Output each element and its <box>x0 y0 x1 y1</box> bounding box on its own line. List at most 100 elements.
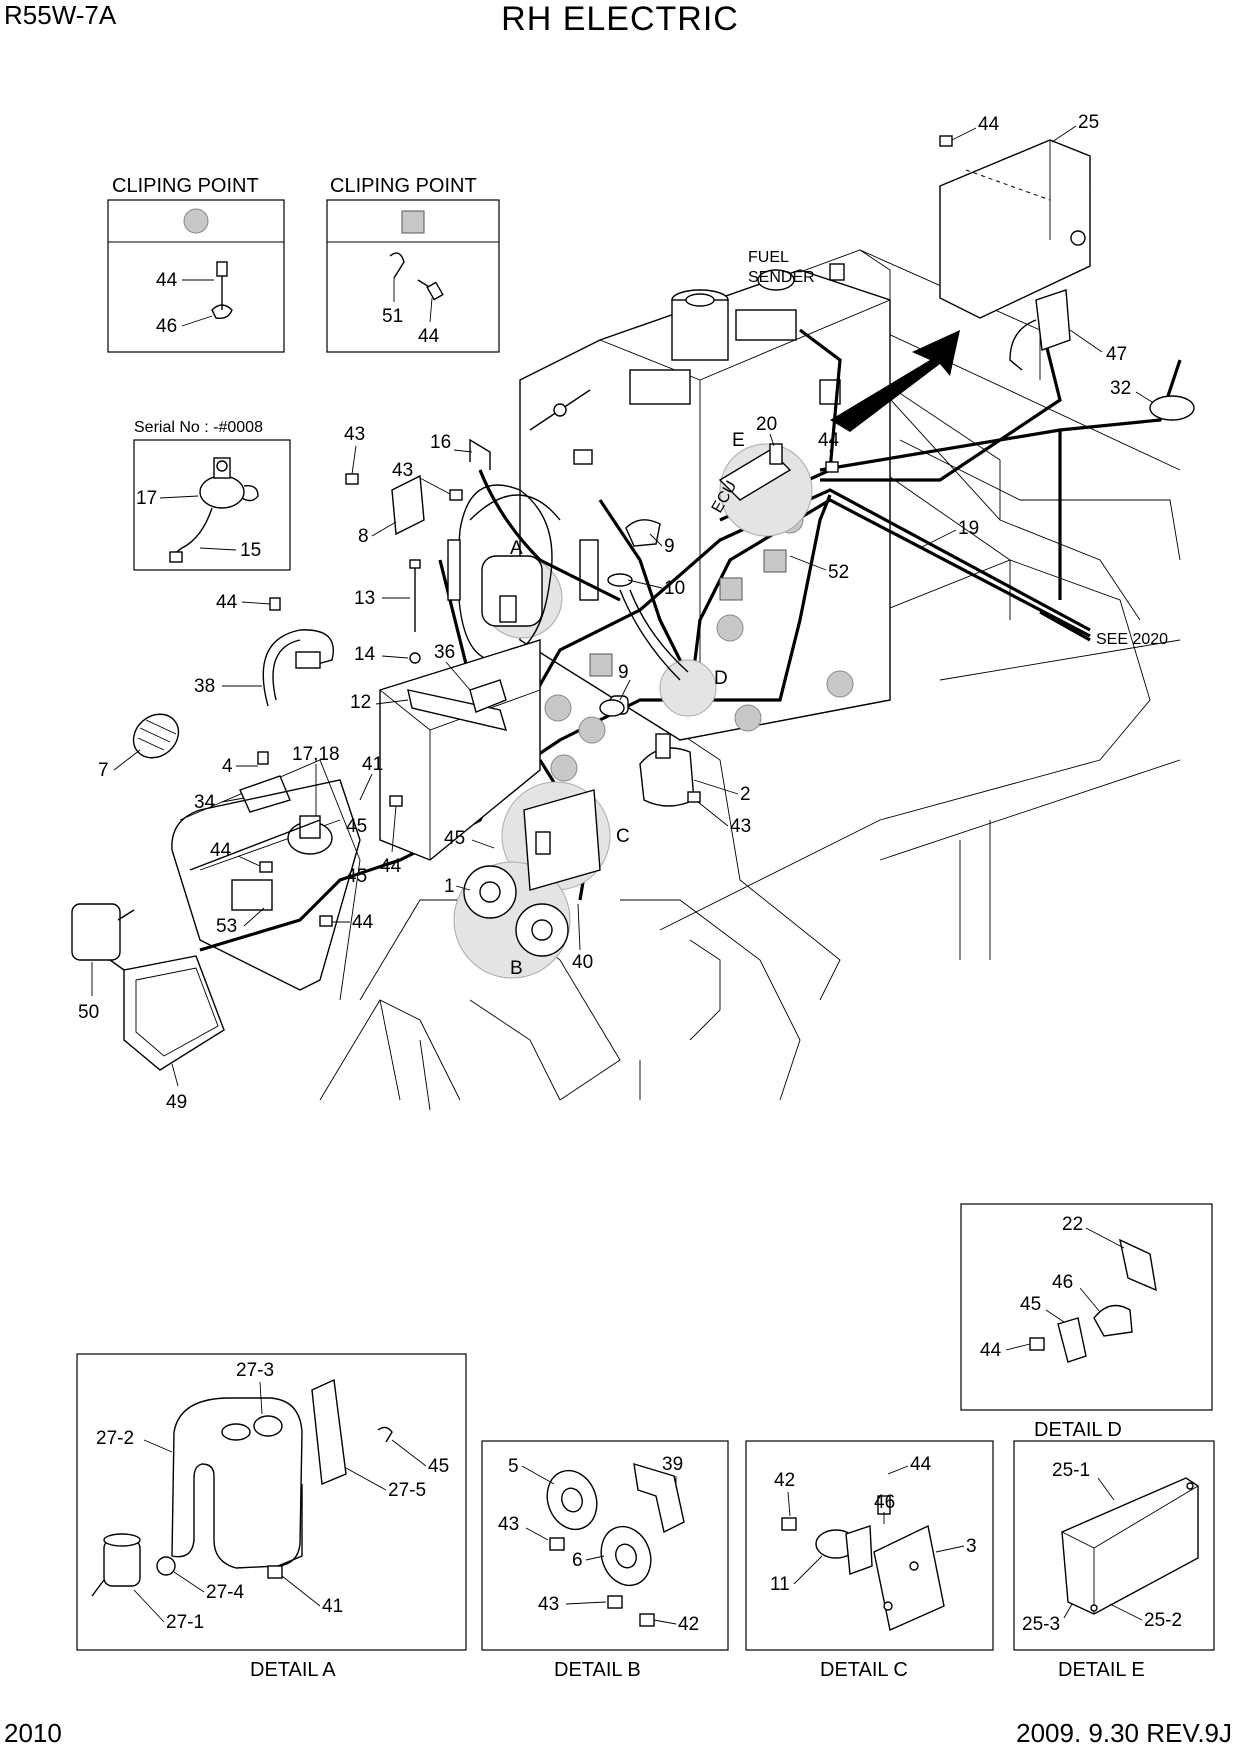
callout-19: 19 <box>958 518 979 539</box>
callout-34: 34 <box>194 792 216 813</box>
callout-44: 44 <box>818 430 840 451</box>
detail-c-box: 44 42 46 3 11 DETAIL C <box>745 1440 994 1681</box>
callout-49: 49 <box>166 1092 187 1113</box>
fuel-sender-label-line2: SENDER <box>748 269 815 286</box>
callout-43: 43 <box>730 816 751 837</box>
callout-9: 9 <box>664 536 675 557</box>
callout-44: 44 <box>216 592 238 613</box>
callout-39: 39 <box>662 1454 683 1475</box>
callout-12: 12 <box>350 692 371 713</box>
detail-d-caption: DETAIL D <box>1034 1419 1122 1441</box>
callout-44: 44 <box>978 114 1000 135</box>
callout-44: 44 <box>418 326 440 347</box>
page-number: 2010 <box>4 1718 62 1748</box>
callout-9: 9 <box>618 662 629 683</box>
callout-44: 44 <box>380 856 402 877</box>
callout-42: 42 <box>774 1470 795 1491</box>
callout-27-1: 27-1 <box>166 1612 204 1633</box>
callout-36: 36 <box>434 642 455 663</box>
callout-46: 46 <box>1052 1272 1073 1293</box>
main-callouts: 44 25 47 32 20 44 19 52 43 16 43 8 9 <box>78 112 1153 1113</box>
direction-arrow <box>830 330 960 432</box>
detail-marker-d: D <box>714 668 728 689</box>
callout-27-5: 27-5 <box>388 1480 426 1501</box>
callout-27-3: 27-3 <box>236 1360 274 1381</box>
callout-5: 5 <box>508 1456 519 1477</box>
clip-legend-square: CLIPING POINT 51 44 <box>326 175 500 353</box>
callout-27-2: 27-2 <box>96 1428 134 1449</box>
see-reference-label: SEE 2020 <box>1096 631 1168 648</box>
callout-6: 6 <box>572 1550 583 1571</box>
harness-clip-points <box>544 506 854 782</box>
detail-d-box: 22 46 45 44 DETAIL D <box>960 1203 1213 1441</box>
detail-marker-c: C <box>616 826 630 847</box>
callout-25: 25 <box>1078 112 1099 133</box>
callout-11: 11 <box>770 1574 790 1595</box>
callout-53: 53 <box>216 916 237 937</box>
callout-44: 44 <box>210 840 232 861</box>
callout-44: 44 <box>156 270 178 291</box>
callout-45: 45 <box>444 828 465 849</box>
callout-10: 10 <box>664 578 685 599</box>
detail-c-caption: DETAIL C <box>820 1659 908 1681</box>
callout-43: 43 <box>392 460 413 481</box>
clip-legend-title: CLIPING POINT <box>112 175 259 197</box>
callout-50: 50 <box>78 1002 99 1023</box>
callout-45: 45 <box>1020 1294 1041 1315</box>
callout-7: 7 <box>98 760 109 781</box>
callout-42: 42 <box>678 1614 699 1635</box>
callout-52: 52 <box>828 562 849 583</box>
main-components <box>71 135 1195 1071</box>
detail-e-box: 25-1 25-3 25-2 DETAIL E <box>1013 1440 1215 1681</box>
callout-32: 32 <box>1110 378 1131 399</box>
detail-b-caption: DETAIL B <box>554 1659 641 1681</box>
callout-2: 2 <box>740 784 751 805</box>
detail-b-box: 5 39 43 6 43 42 DETAIL B <box>481 1440 729 1681</box>
callout-8: 8 <box>358 526 369 547</box>
callout-43: 43 <box>538 1594 559 1615</box>
page-title: RH ELECTRIC <box>501 0 739 38</box>
callout-15: 15 <box>240 540 261 561</box>
callout-47: 47 <box>1106 344 1127 365</box>
callout-44: 44 <box>980 1340 1002 1361</box>
callout-38: 38 <box>194 676 215 697</box>
callout-43: 43 <box>344 424 365 445</box>
detail-marker-e: E <box>732 430 745 451</box>
callout-43: 43 <box>498 1514 519 1535</box>
detail-marker-b: B <box>510 958 523 979</box>
callout-25-2: 25-2 <box>1144 1610 1182 1631</box>
clip-legend-title: CLIPING POINT <box>330 175 477 197</box>
callout-22: 22 <box>1062 1214 1083 1235</box>
callout-45: 45 <box>346 866 367 887</box>
clip-circle-symbol <box>183 208 209 234</box>
fuel-sender-label-line1: FUEL <box>748 249 789 266</box>
detail-a-box: 27-3 27-2 45 27-5 27-4 27-1 41 DETAIL A <box>76 1353 467 1681</box>
callout-41: 41 <box>322 1596 343 1617</box>
clip-legend-circle: CLIPING POINT 44 46 <box>107 175 285 353</box>
clip-square-symbol <box>401 210 425 234</box>
callout-17-18: 17,18 <box>292 744 340 765</box>
callout-27-4: 27-4 <box>206 1582 244 1603</box>
callout-4: 4 <box>222 756 233 777</box>
model-number: R55W-7A <box>4 0 117 30</box>
callout-45: 45 <box>346 816 367 837</box>
callout-51: 51 <box>382 306 403 327</box>
callout-3: 3 <box>966 1536 977 1557</box>
callout-46: 46 <box>156 316 177 337</box>
callout-14: 14 <box>354 644 376 665</box>
detail-marker-a: A <box>510 538 523 559</box>
callout-13: 13 <box>354 588 375 609</box>
serial-note: Serial No : -#0008 <box>134 419 263 436</box>
detail-e-caption: DETAIL E <box>1058 1659 1145 1681</box>
revision-date: 2009. 9.30 REV.9J <box>1016 1718 1232 1748</box>
callout-40: 40 <box>572 952 593 973</box>
callout-44: 44 <box>910 1454 932 1475</box>
detail-a-caption: DETAIL A <box>250 1659 336 1681</box>
callout-25-1: 25-1 <box>1052 1460 1090 1481</box>
callout-44: 44 <box>352 912 374 933</box>
callout-46: 46 <box>874 1492 895 1513</box>
callout-41: 41 <box>362 754 383 775</box>
callout-45: 45 <box>428 1456 449 1477</box>
